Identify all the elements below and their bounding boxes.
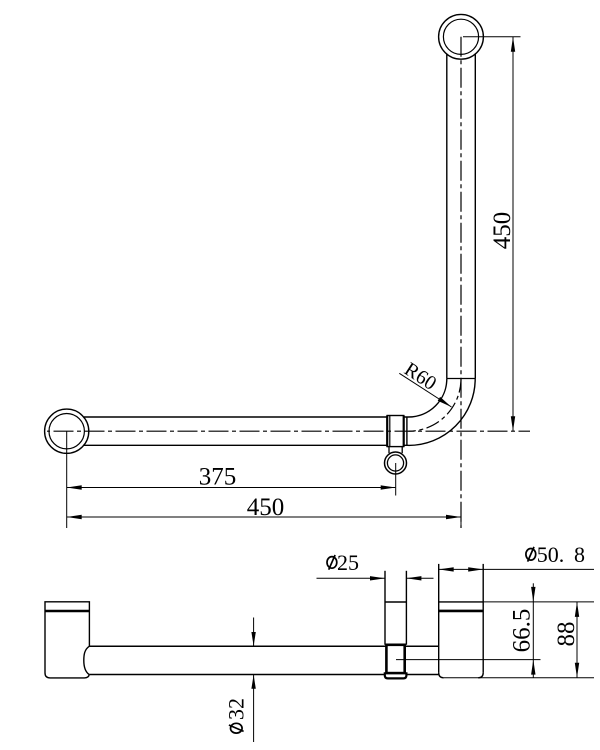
svg-text:66.5: 66.5 — [509, 609, 536, 653]
svg-text:32: 32 — [224, 698, 249, 720]
svg-text:88: 88 — [553, 622, 580, 647]
svg-text:25: 25 — [337, 550, 359, 575]
svg-text:375: 375 — [199, 464, 237, 491]
svg-text:50.: 50. — [537, 542, 565, 567]
svg-text:8: 8 — [574, 542, 585, 567]
svg-text:450: 450 — [489, 212, 516, 250]
svg-text:450: 450 — [247, 494, 285, 521]
